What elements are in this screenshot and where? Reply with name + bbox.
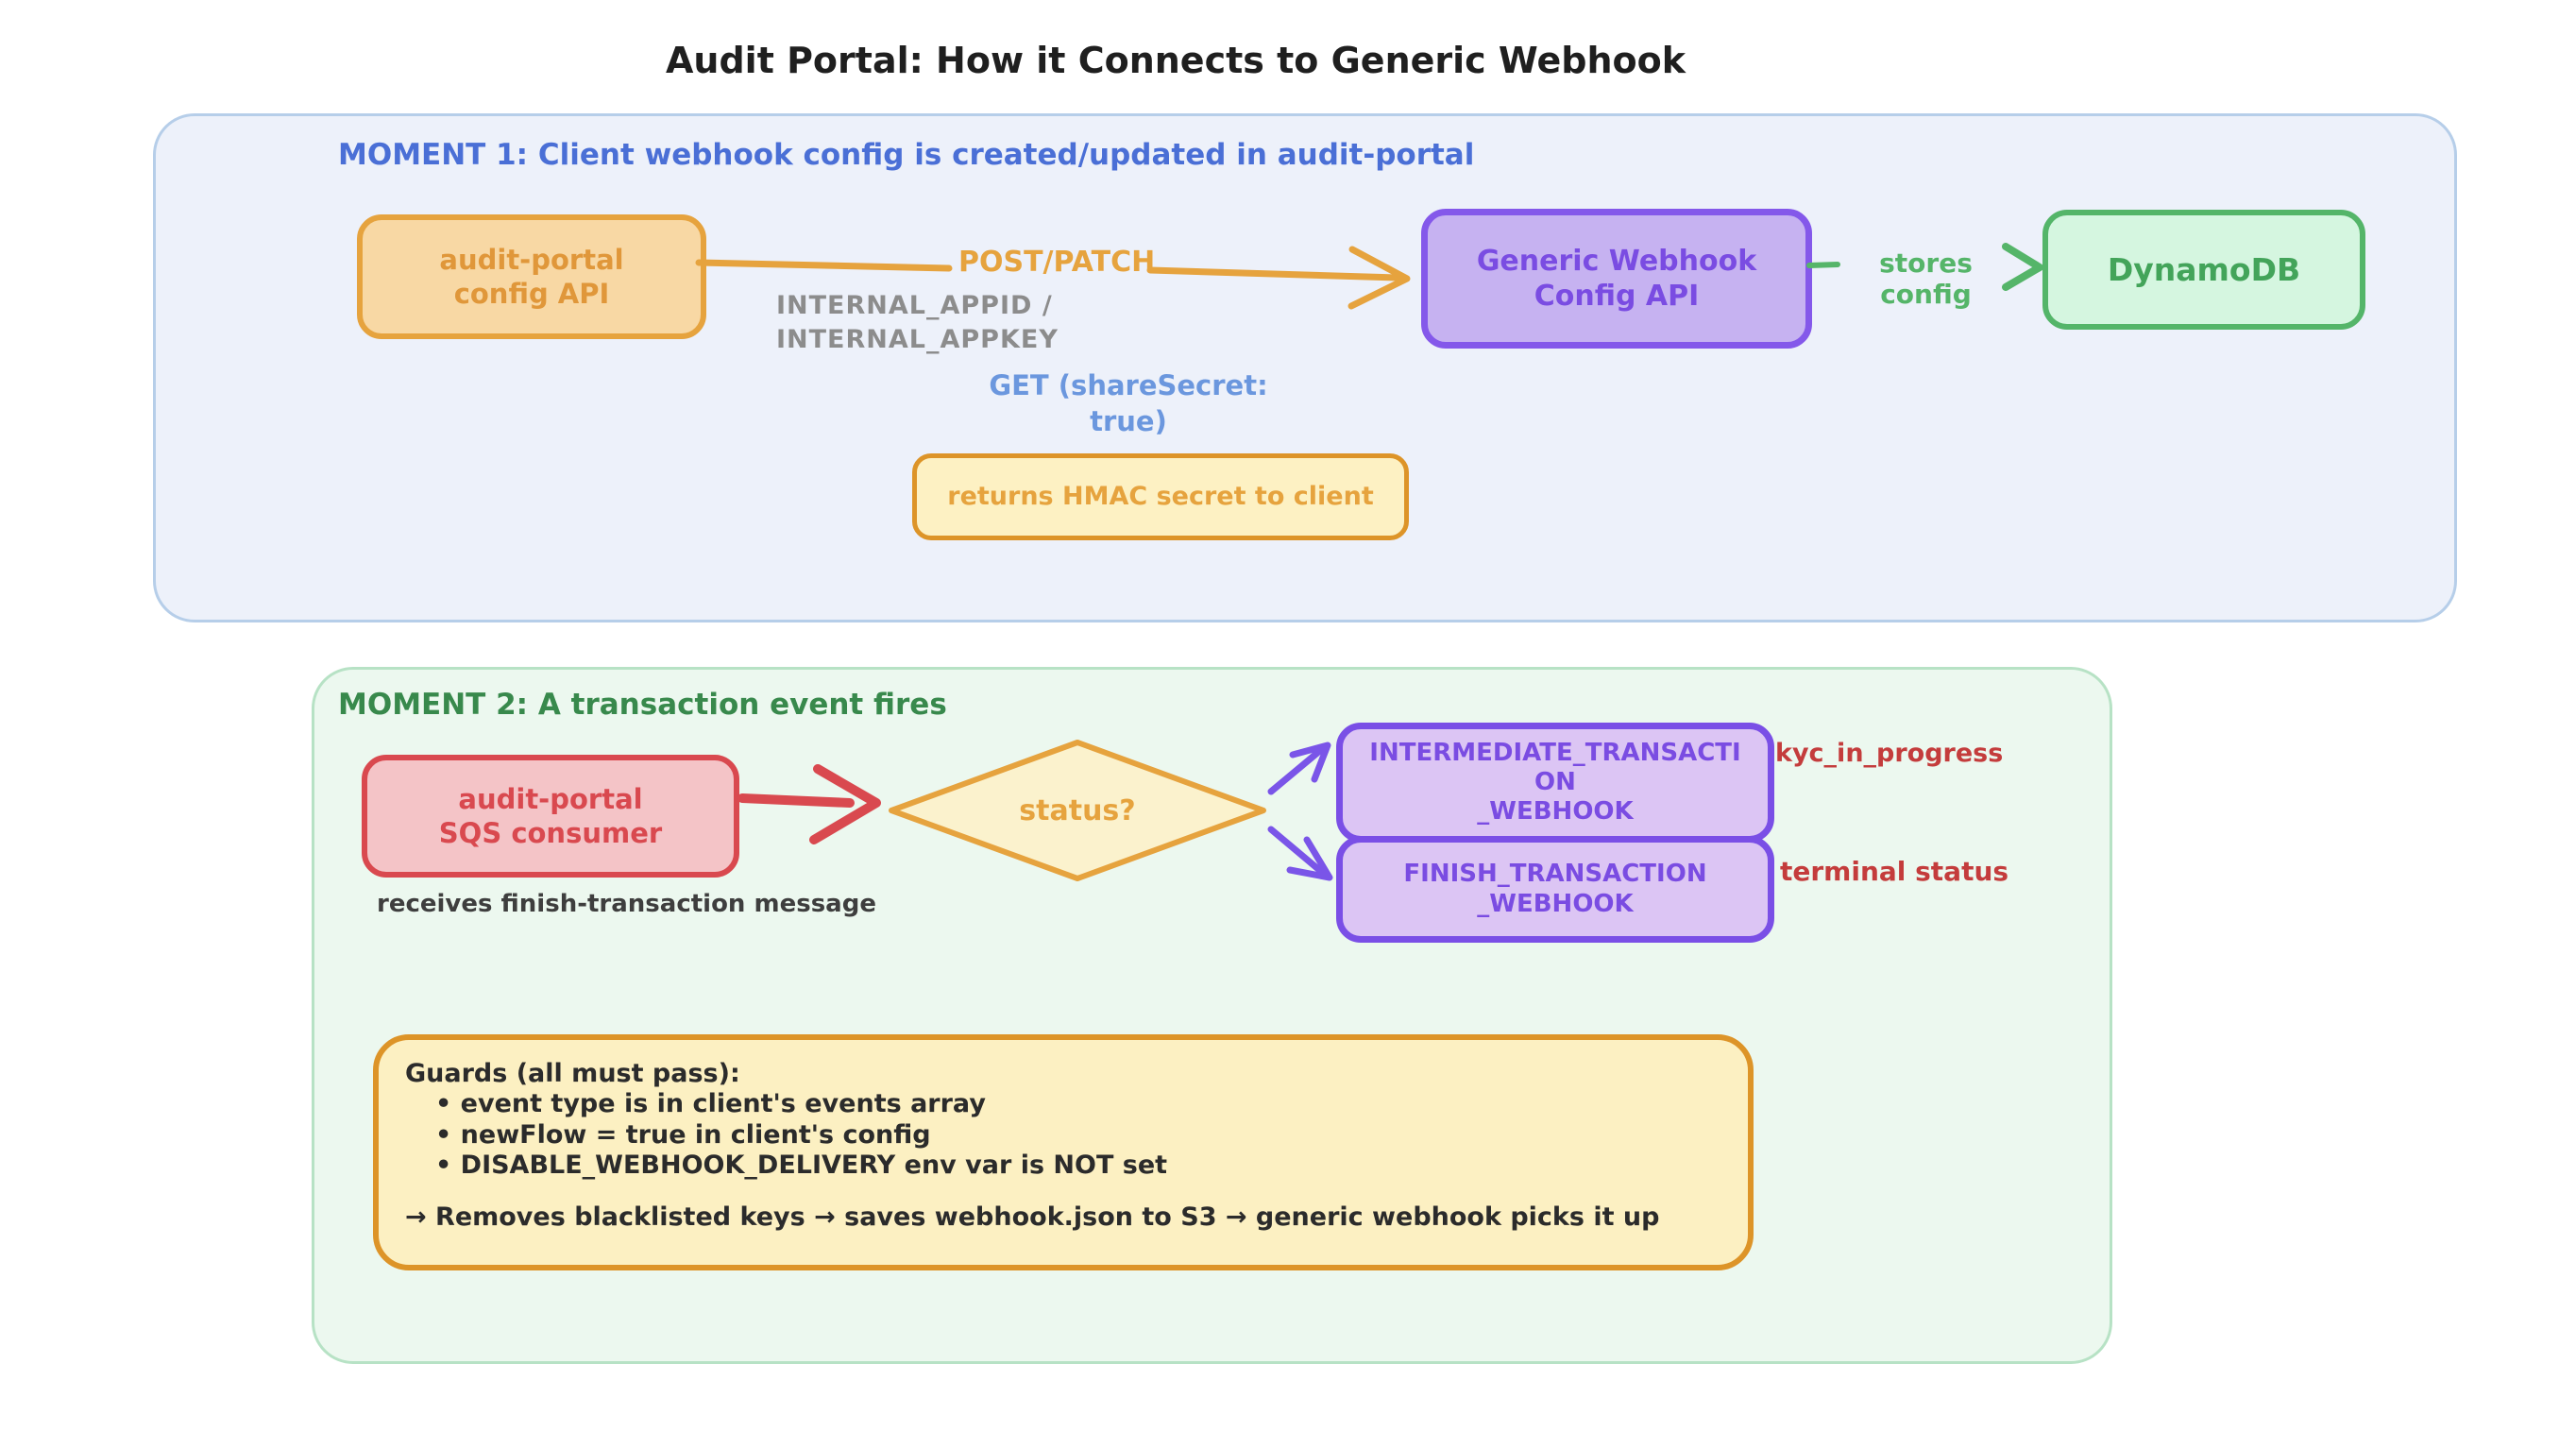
sqs-consumer-node: audit-portal SQS consumer xyxy=(362,755,739,878)
terminal-status-label: terminal status xyxy=(1780,856,2009,887)
intermediate-transaction-webhook-node: INTERMEDIATE_TRANSACTI ON _WEBHOOK xyxy=(1336,723,1774,843)
internal-credentials-label: INTERNAL_APPID / INTERNAL_APPKEY xyxy=(776,291,1059,355)
page-title: Audit Portal: How it Connects to Generic… xyxy=(666,40,1686,81)
guards-title: Guards (all must pass): xyxy=(405,1059,740,1088)
guard-bullet-disable-env: • DISABLE_WEBHOOK_DELIVERY env var is NO… xyxy=(435,1151,1168,1181)
moment2-header: MOMENT 2: A transaction event fires xyxy=(338,688,947,722)
get-sharesecret-label: GET (shareSecret: true) xyxy=(989,369,1268,437)
audit-portal-config-api-node: audit-portal config API xyxy=(357,214,706,339)
hmac-secret-node: returns HMAC secret to client xyxy=(912,453,1409,540)
dynamodb-node: DynamoDB xyxy=(2042,210,2365,330)
status-diamond-label: status? xyxy=(1019,794,1136,827)
kyc-in-progress-label: kyc_in_progress xyxy=(1775,739,2004,768)
moment1-header: MOMENT 1: Client webhook config is creat… xyxy=(338,138,1475,172)
finish-transaction-webhook-node: FINISH_TRANSACTION _WEBHOOK xyxy=(1336,836,1774,943)
post-patch-label: POST/PATCH xyxy=(958,246,1156,279)
receives-message-label: receives finish-transaction message xyxy=(377,890,876,918)
guard-bullet-events: • event type is in client's events array xyxy=(435,1089,986,1119)
stores-config-label: stores config xyxy=(1879,247,1973,310)
generic-webhook-config-api-node: Generic Webhook Config API xyxy=(1421,209,1812,349)
guards-flow-line: → Removes blacklisted keys → saves webho… xyxy=(405,1202,1660,1232)
guard-bullet-newflow: • newFlow = true in client's config xyxy=(435,1119,931,1150)
guards-node: Guards (all must pass): • event type is … xyxy=(373,1034,1754,1270)
moment1-panel xyxy=(153,113,2457,622)
